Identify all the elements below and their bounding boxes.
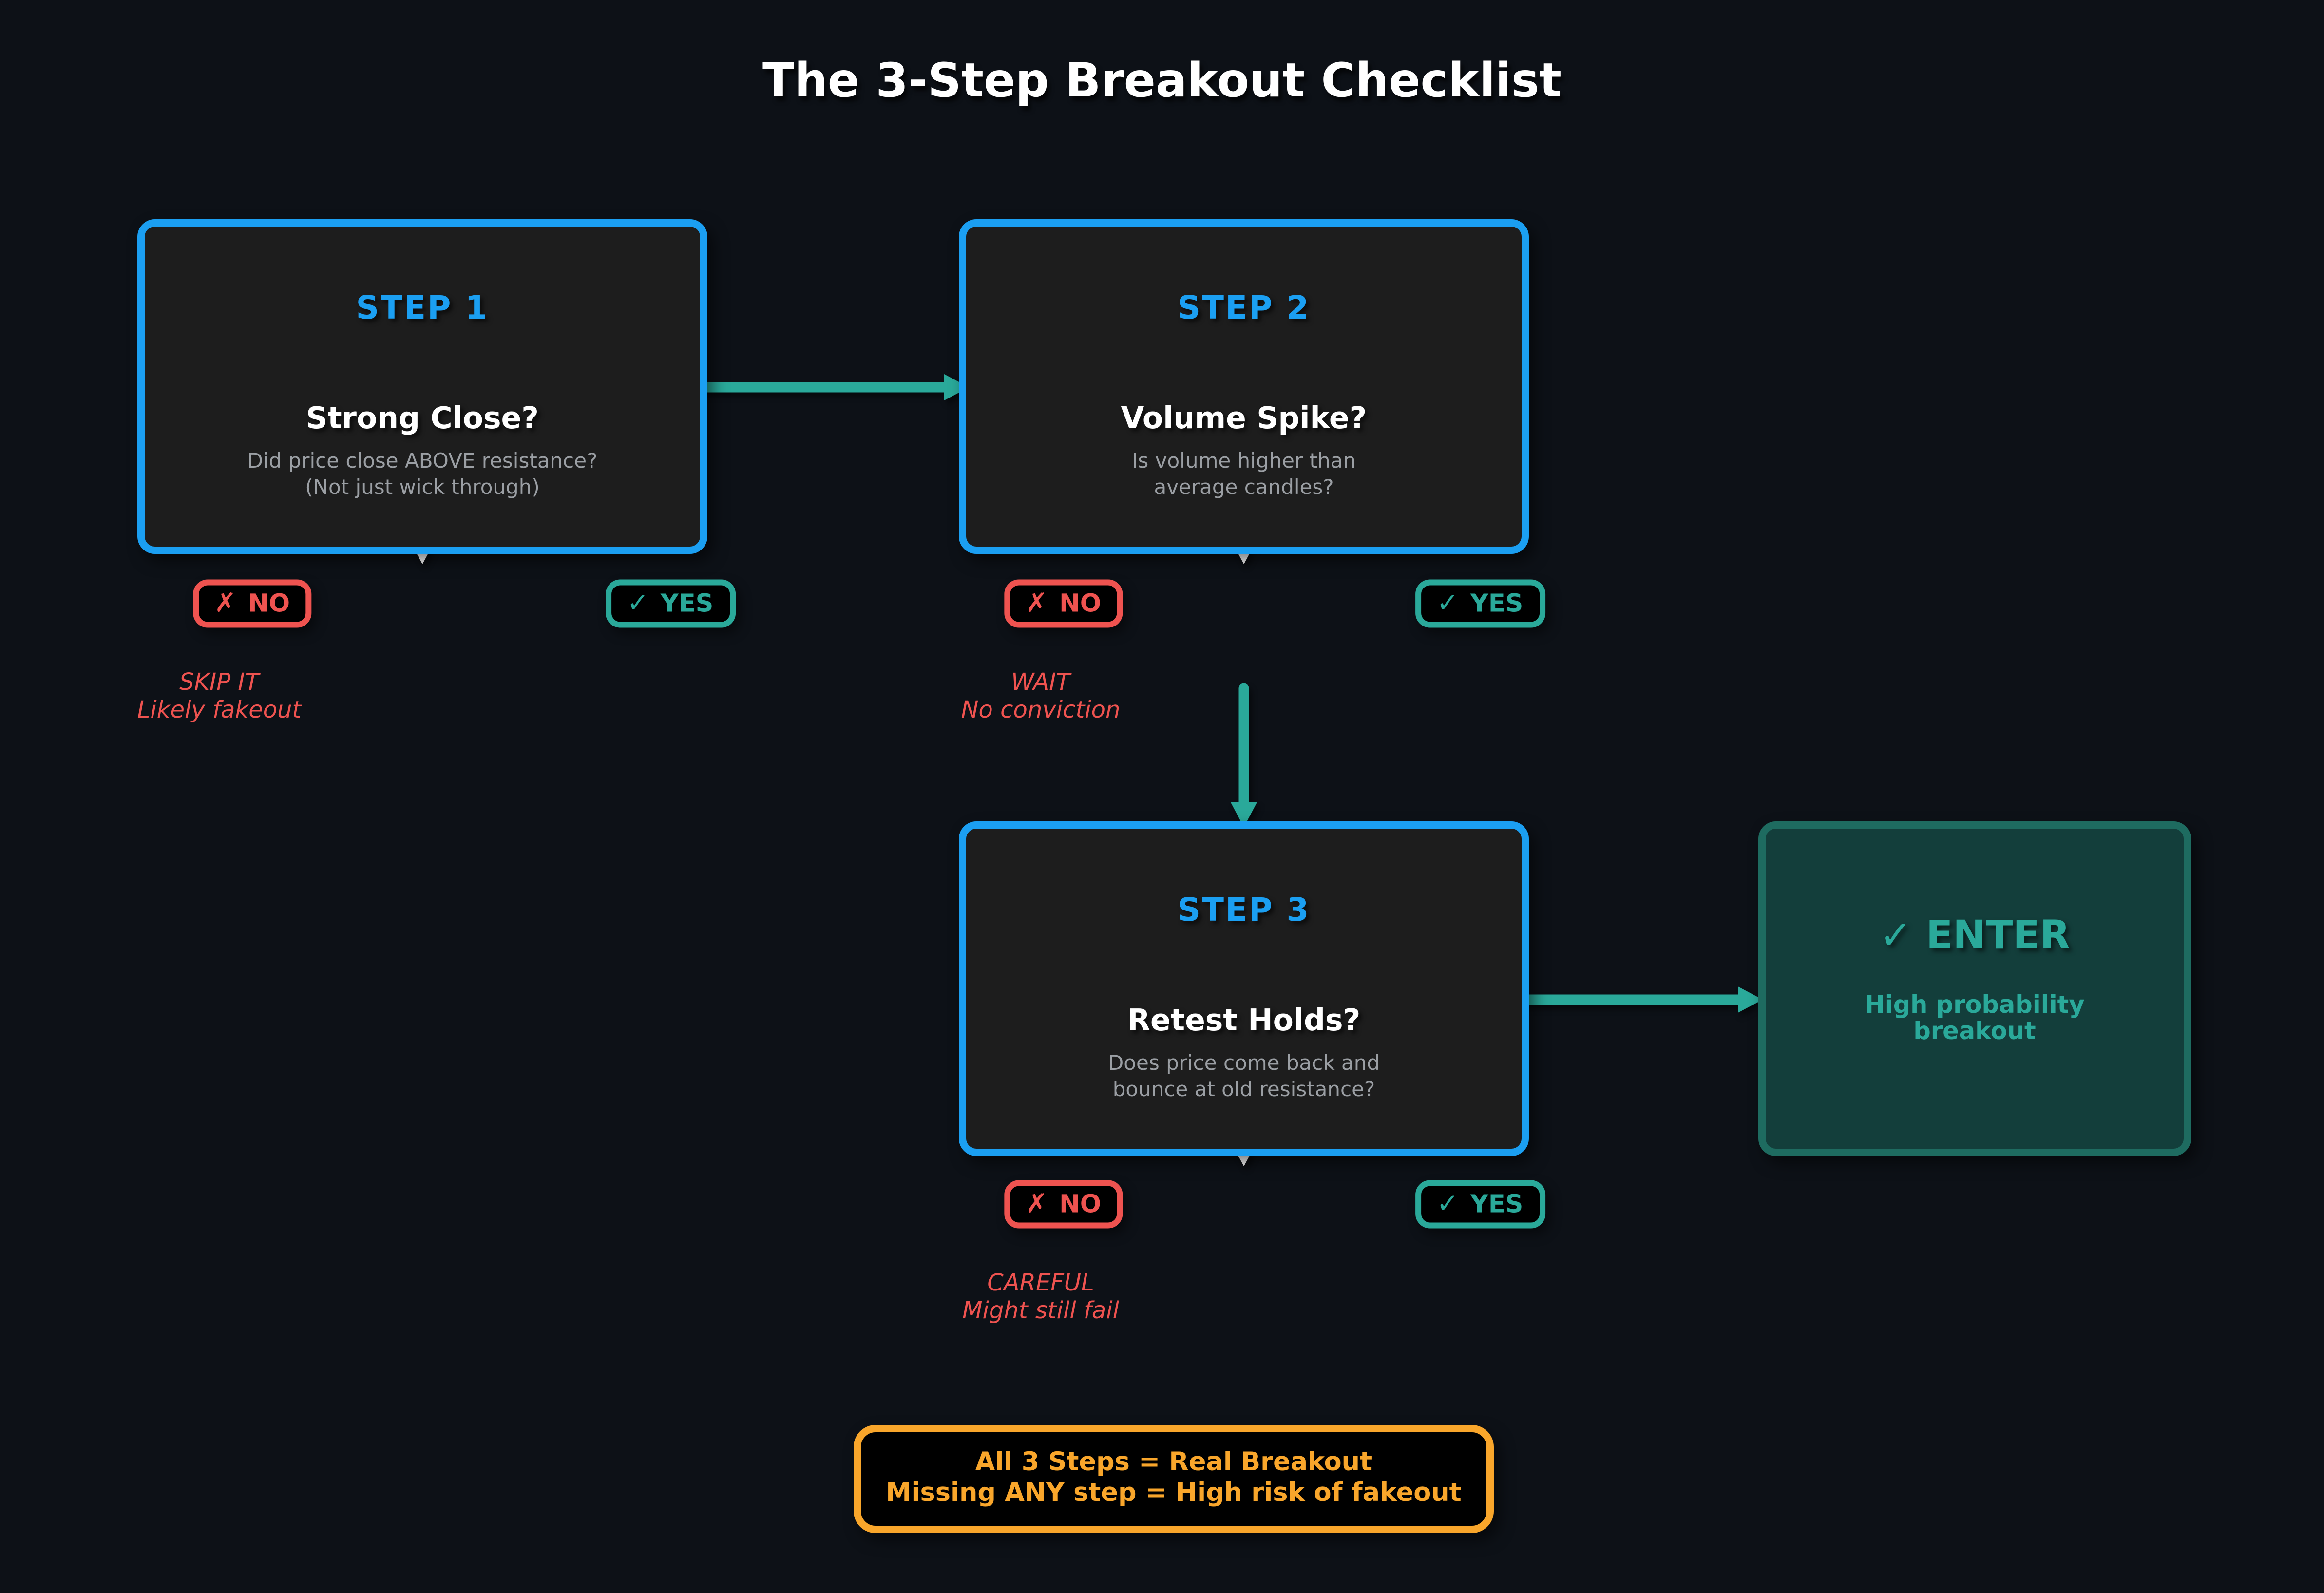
step-1-box: STEP 1 Strong Close? Did price close ABO… — [137, 219, 707, 554]
enter-subtitle: High probability breakout — [1865, 991, 2085, 1045]
check-icon: ✓ — [1436, 1188, 1459, 1219]
check-icon: ✓ — [1879, 913, 1912, 959]
step-1-no-badge: ✗ NO — [192, 579, 312, 628]
connector-step2-to-step3-arrow-icon — [1231, 683, 1257, 827]
step-1-question: Strong Close? — [305, 400, 539, 436]
step-2-label: STEP 2 — [1177, 291, 1311, 327]
cross-icon: ✗ — [214, 588, 237, 618]
step-1-label: STEP 1 — [356, 291, 489, 327]
step-2-question: Volume Spike? — [1121, 400, 1367, 436]
step-3-label: STEP 3 — [1177, 893, 1311, 929]
check-icon: ✓ — [1436, 588, 1459, 618]
cross-icon: ✗ — [1025, 588, 1048, 618]
step-2-no-outcome-text: WAIT No conviction — [961, 668, 1121, 723]
enter-box: ✓ ENTER High probability breakout — [1758, 821, 2191, 1156]
step-3-yes-badge: ✓ YES — [1414, 1180, 1545, 1229]
check-icon: ✓ — [627, 588, 649, 618]
summary-box: All 3 Steps = Real Breakout Missing ANY … — [854, 1425, 1494, 1533]
step-3-subtext: Does price come back and bounce at old r… — [1107, 1052, 1380, 1101]
page-title: The 3-Step Breakout Checklist — [762, 53, 1562, 108]
step-3-box: STEP 3 Retest Holds? Does price come bac… — [959, 821, 1529, 1156]
connector-step1-to-step2-arrow-icon — [698, 374, 969, 400]
step-2-box: STEP 2 Volume Spike? Is volume higher th… — [959, 219, 1529, 554]
cross-icon: ✗ — [1025, 1188, 1048, 1219]
step-2-yes-badge: ✓ YES — [1414, 579, 1545, 628]
summary-line-1: All 3 Steps = Real Breakout — [975, 1448, 1372, 1478]
enter-title: ✓ ENTER — [1879, 913, 2071, 959]
step-2-no-badge: ✗ NO — [1003, 579, 1124, 628]
step-3-question: Retest Holds? — [1127, 1003, 1361, 1038]
step-1-no-outcome-text: SKIP IT Likely fakeout — [137, 668, 302, 723]
connector-step3-to-enter-arrow-icon — [1513, 986, 1763, 1013]
summary-line-2: Missing ANY step = High risk of fakeout — [886, 1479, 1462, 1508]
step-1-subtext: Did price close ABOVE resistance? (Not j… — [247, 450, 598, 499]
step-2-subtext: Is volume higher than average candles? — [1131, 450, 1356, 499]
step-1-yes-badge: ✓ YES — [605, 579, 736, 628]
step-3-no-badge: ✗ NO — [1003, 1180, 1124, 1229]
step-3-no-outcome-text: CAREFUL Might still fail — [962, 1269, 1119, 1324]
